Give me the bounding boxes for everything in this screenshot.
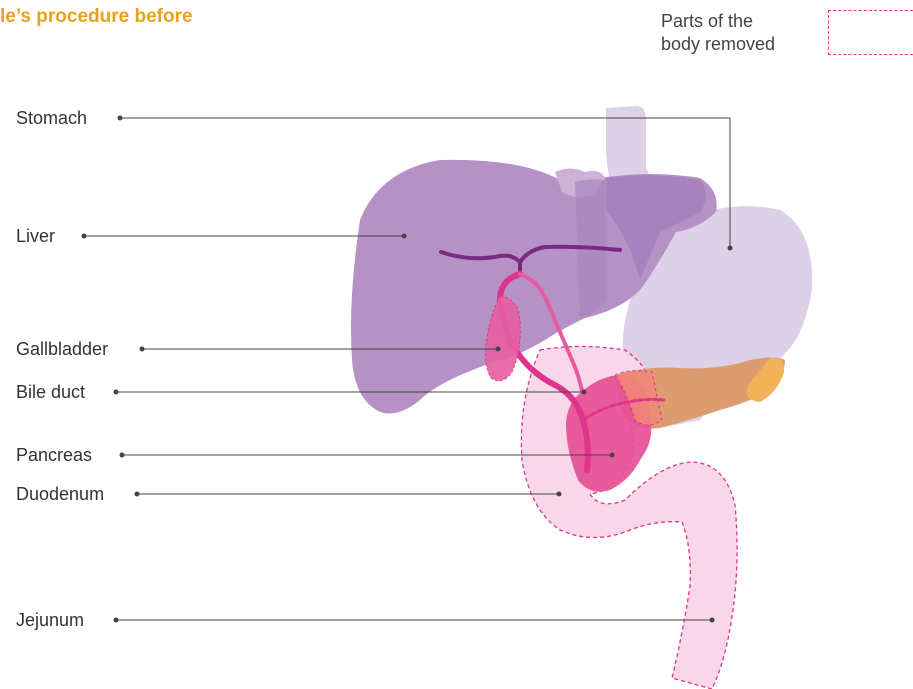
liver-dot-end [402,234,407,239]
gallbladder-dot-start [140,347,145,352]
stomach-dot-start [118,116,123,121]
jejunum-dot-end [710,618,715,623]
jejunum-dot-start [114,618,119,623]
label-gallbladder: Gallbladder [16,339,108,359]
bile-duct-dot-start [114,390,119,395]
duodenum-dot-start [135,492,140,497]
label-bile-duct: Bile duct [16,382,85,402]
stomach-dot-end [728,246,733,251]
label-liver: Liver [16,226,55,246]
label-jejunum: Jejunum [16,610,84,630]
bile-duct-dot-end [582,390,587,395]
label-duodenum: Duodenum [16,484,104,504]
pancreas-dot-end [610,453,615,458]
pancreas-dot-start [120,453,125,458]
label-stomach: Stomach [16,108,87,128]
liver-dot-start [82,234,87,239]
duodenum-dot-end [557,492,562,497]
gallbladder-dot-end [496,347,501,352]
label-pancreas: Pancreas [16,445,92,465]
